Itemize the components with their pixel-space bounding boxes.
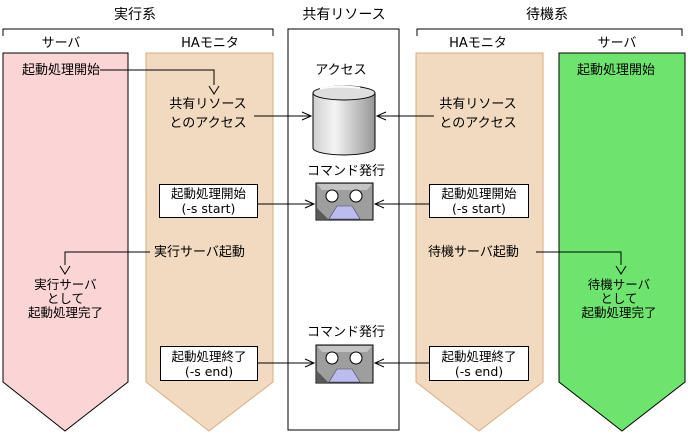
arrow-standby-ha-to-resource (375, 111, 434, 121)
arrow-standby-server-start (536, 251, 627, 275)
active-ha-monitor-flow-shape (145, 52, 274, 432)
standby-server-column-label: サーバ (597, 36, 637, 51)
standby-ha-column-label: HAモニタ (449, 36, 507, 51)
standby-end-command-box: 起動処理終了 (-s end) (429, 346, 529, 381)
active-start-command-box: 起動処理開始 (-s start) (159, 184, 258, 218)
active-complete-label: 実行サーバ として 起動処理完了 (27, 277, 103, 320)
standby-server-flow-shape (558, 52, 686, 432)
active-ha-column-label: HAモニタ (181, 36, 239, 51)
arrow-active-server-start (59, 251, 150, 275)
arrow-active-ha-to-resource (254, 111, 313, 121)
standby-start-event-label: 起動処理開始 (577, 63, 656, 78)
database-cylinder-icon (312, 85, 376, 156)
standby-resource-access-label: 共有リソース とのアクセス (439, 97, 517, 131)
active-resource-access-label: 共有リソース とのアクセス (169, 97, 247, 131)
arrow-standby-endcmd-to-command (373, 358, 429, 368)
command-issue-icon-top (315, 182, 374, 221)
shared-access-label: アクセス (315, 63, 367, 78)
standby-server-start-label: 待機サーバ起動 (428, 245, 519, 260)
active-server-column-label: サーバ (41, 36, 81, 51)
arrow-active-start-to-ha (100, 69, 220, 95)
standby-system-bracket (416, 28, 683, 36)
arrow-active-startcmd-to-command (258, 199, 316, 209)
arrow-standby-startcmd-to-command (373, 199, 429, 209)
active-system-title: 実行系 (114, 7, 156, 23)
standby-system-title: 待機系 (526, 7, 568, 23)
arrow-active-endcmd-to-command (258, 358, 316, 368)
shared-resource-title: 共有リソース (302, 7, 386, 23)
shared-command-label-top: コマンド発行 (306, 164, 385, 179)
standby-complete-label: 待機サーバ として 起動処理完了 (581, 277, 657, 320)
shared-command-label-bottom: コマンド発行 (306, 325, 385, 340)
active-start-event-label: 起動処理開始 (22, 63, 101, 78)
active-server-flow-shape (2, 52, 129, 432)
active-end-command-box: 起動処理終了 (-s end) (160, 346, 258, 381)
standby-start-command-box: 起動処理開始 (-s start) (429, 184, 529, 218)
active-server-start-label: 実行サーバ起動 (154, 245, 245, 260)
standby-ha-monitor-flow-shape (415, 52, 544, 432)
active-system-bracket (2, 28, 274, 36)
command-issue-icon-bottom (315, 344, 374, 384)
